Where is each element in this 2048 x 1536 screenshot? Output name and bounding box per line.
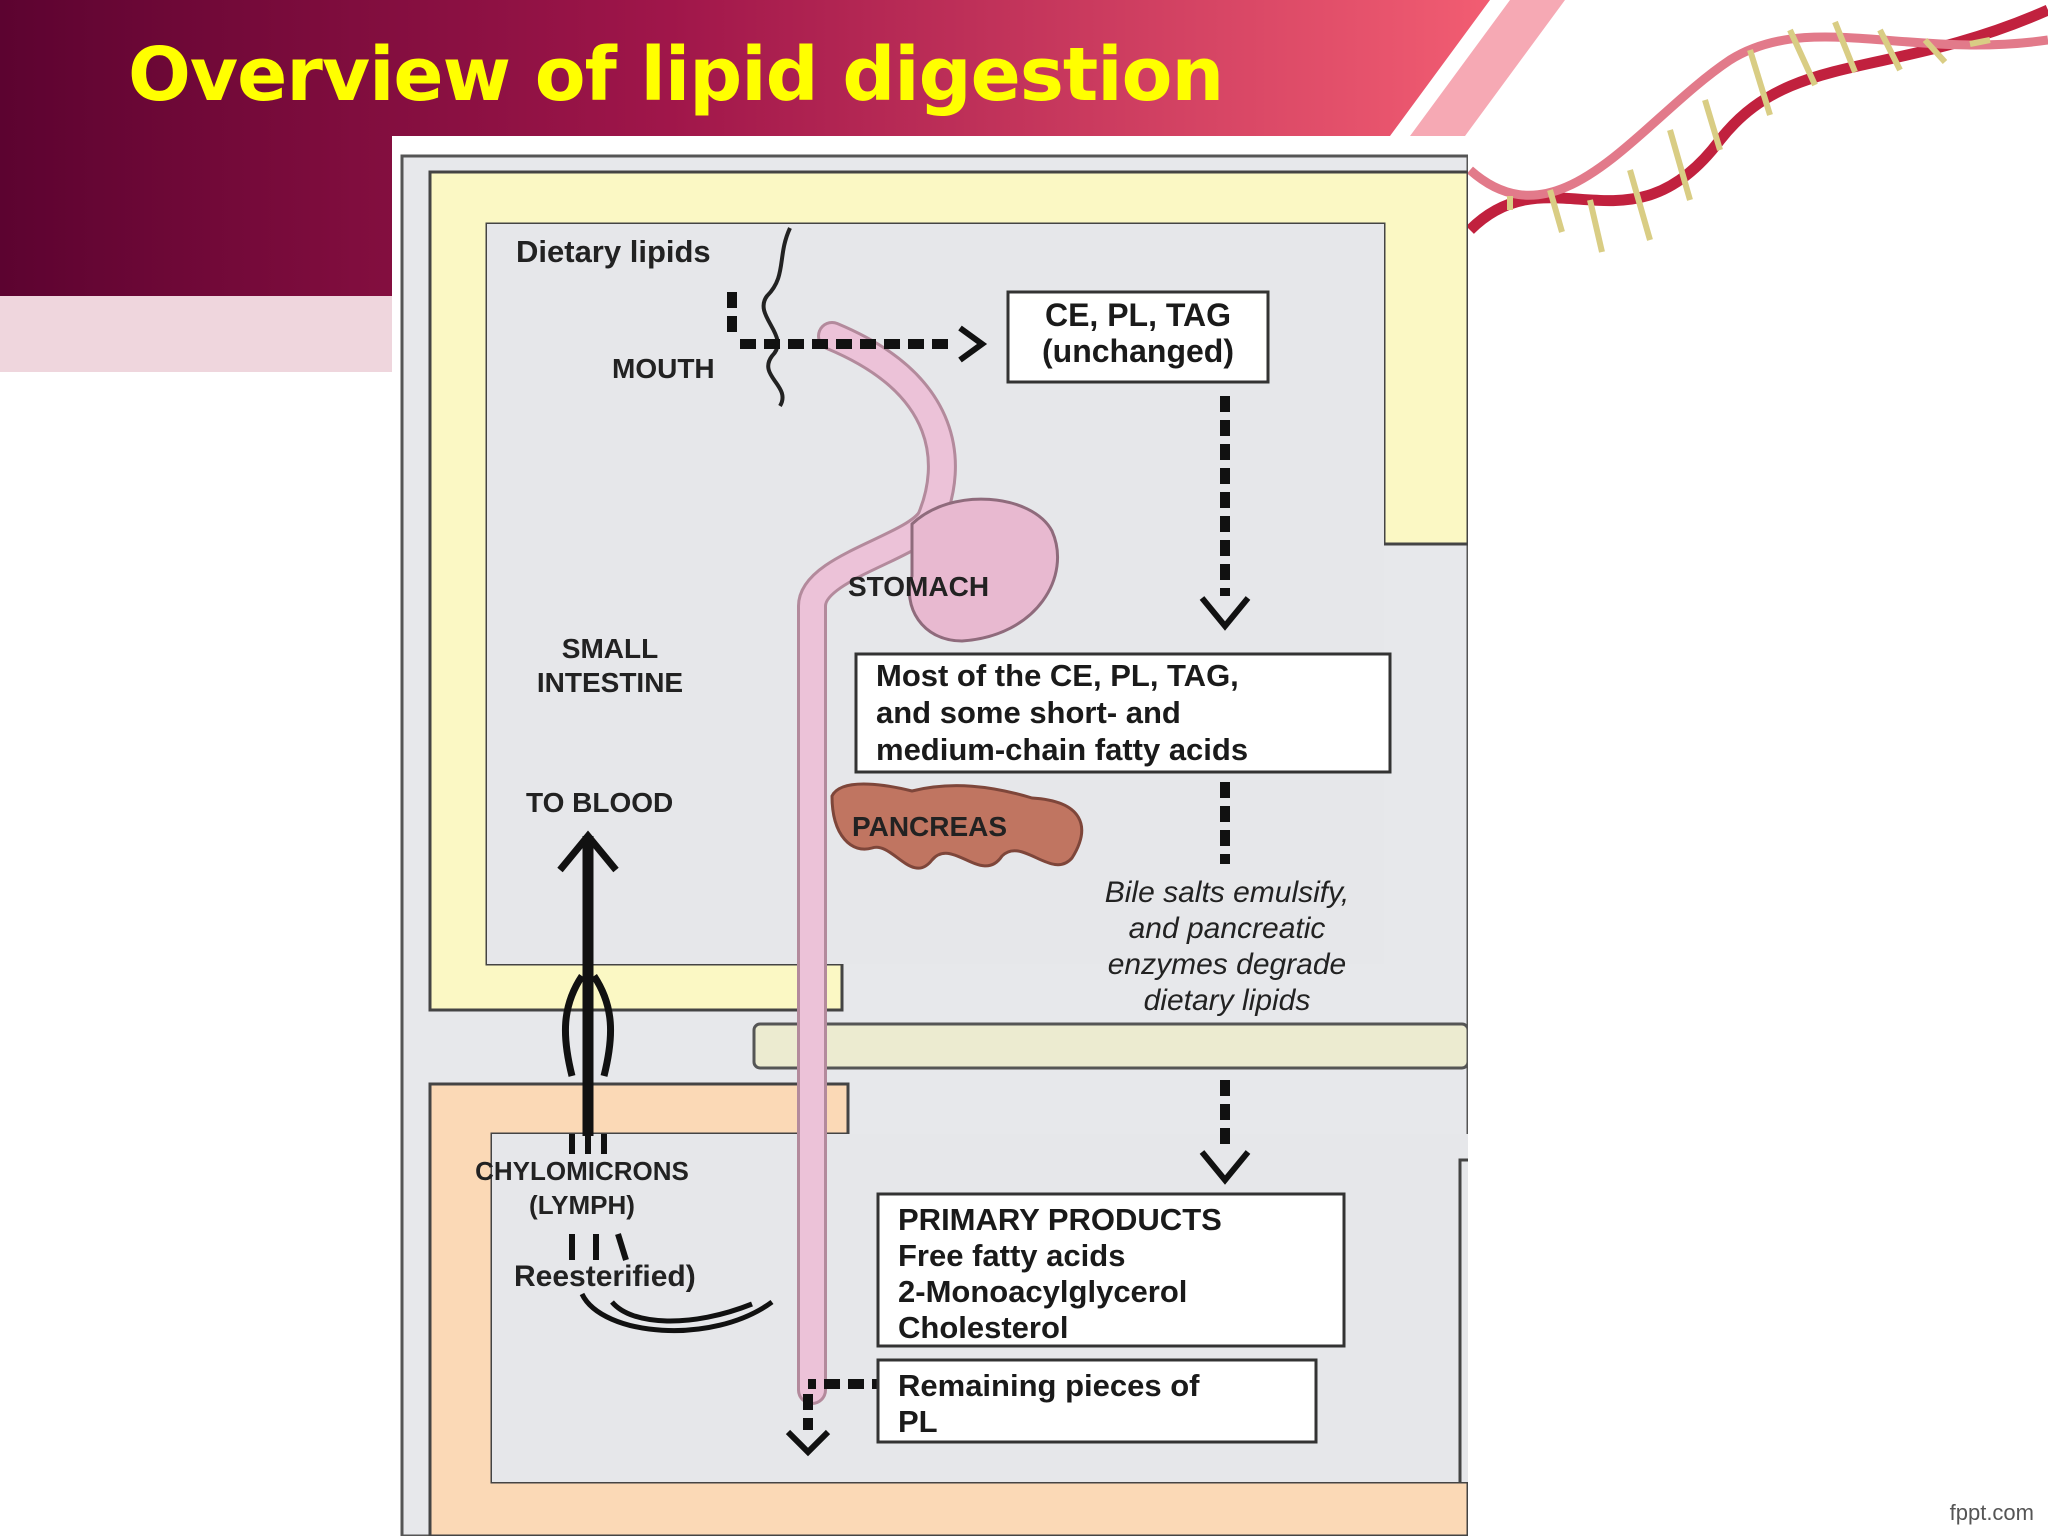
arrowhead-unchanged [958, 325, 988, 363]
footer-brand: fppt.com [1949, 1500, 2034, 1525]
products-line-2: Free fatty acids [898, 1238, 1125, 1273]
transition-band [752, 1022, 1468, 1070]
reesterified-curve-1 [610, 1300, 753, 1324]
label-dietary-lipids: Dietary lipids [516, 234, 711, 269]
arrowhead-products [1199, 1150, 1251, 1185]
bile-note-line-1: Bile salts emulsify, [1105, 876, 1350, 909]
reesterified-curve-2 [579, 1292, 774, 1334]
products-line-4: Cholesterol [898, 1310, 1069, 1345]
remaining-line-2: PL [898, 1404, 938, 1439]
lipid-digestion-diagram: Dietary lipids MOUTH STOMACH SMALL INTES… [392, 136, 1468, 1536]
label-pancreas: PANCREAS [852, 811, 1007, 842]
label-intestine: INTESTINE [537, 667, 683, 698]
arrowhead-tube-exit [785, 1429, 831, 1457]
stomach-box-line-3: medium-chain fatty acids [876, 732, 1248, 767]
label-mouth: MOUTH [612, 353, 715, 384]
slide-title: Overview of lipid digestion [128, 32, 1224, 118]
dna-helix-icon [1466, 4, 2048, 253]
bile-note-line-4: dietary lipids [1144, 984, 1311, 1017]
remaining-line-1: Remaining pieces of [898, 1368, 1200, 1403]
header-banner [0, 0, 2048, 372]
stomach-box-line-2: and some short- and [876, 695, 1181, 730]
remaining-pl-box [876, 1358, 1318, 1444]
pancreas-shape [830, 782, 1083, 870]
label-lymph: (LYMPH) [529, 1190, 635, 1220]
label-small: SMALL [562, 633, 658, 664]
label-reesterified: Reesterified) [514, 1260, 696, 1293]
arrowhead-stomach-box [1199, 596, 1251, 631]
label-chylomicrons: CHYLOMICRONS [475, 1156, 689, 1186]
to-blood-arrow [557, 830, 619, 1136]
primary-products-box [876, 1192, 1346, 1348]
mouth-line [761, 227, 792, 408]
banner-dark-shape [0, 0, 1490, 296]
label-stomach: STOMACH [848, 571, 989, 602]
banner-light-band [0, 290, 392, 372]
unchanged-line-1: CE, PL, TAG [1045, 297, 1231, 333]
unchanged-line-2: (unchanged) [1042, 333, 1234, 369]
stomach-products-box [854, 652, 1392, 774]
banner-accent-stripe [1410, 0, 1565, 136]
unchanged-box [1006, 290, 1270, 384]
products-line-3: 2-Monoacylglycerol [898, 1274, 1187, 1309]
products-line-1: PRIMARY PRODUCTS [898, 1202, 1222, 1237]
bile-note-line-2: and pancreatic [1129, 912, 1326, 945]
stomach-shape [907, 497, 1059, 643]
bile-note-line-3: enzymes degrade [1108, 948, 1346, 981]
label-to-blood: TO BLOOD [526, 787, 673, 818]
stomach-box-line-1: Most of the CE, PL, TAG, [876, 658, 1239, 693]
